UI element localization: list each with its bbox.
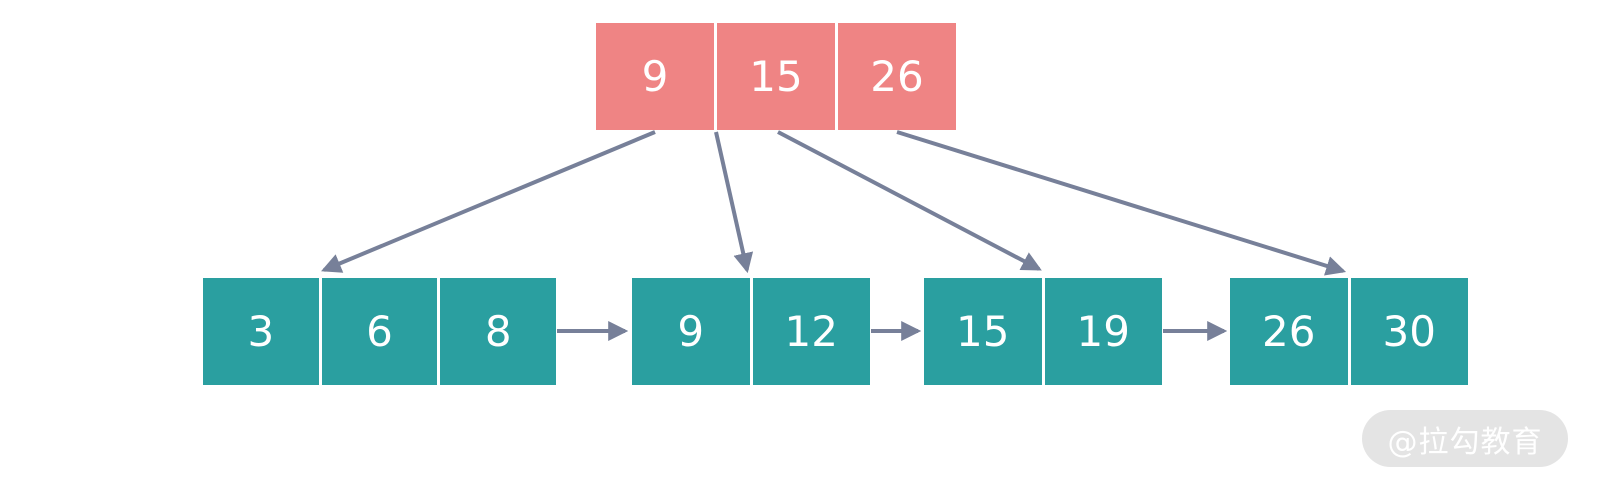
leaf-cell: 9 [632, 278, 750, 385]
leaf-node-2: 9 12 [632, 278, 870, 385]
leaf-node-4: 26 30 [1230, 278, 1468, 385]
root-node: 9 15 26 [596, 23, 956, 130]
leaf-cell: 30 [1350, 278, 1468, 385]
watermark-badge: @拉勾教育 [1362, 410, 1568, 467]
leaf-cell: 12 [752, 278, 870, 385]
watermark-label: @拉勾教育 [1387, 424, 1543, 460]
arrow-root-to-leaf-4 [896, 130, 1347, 276]
leaf-node-1: 3 6 8 [203, 278, 557, 385]
leaf-cell: 3 [203, 278, 319, 385]
leaf-cell: 6 [321, 278, 438, 385]
root-cell: 15 [717, 23, 835, 130]
leaf-node-3: 15 19 [924, 278, 1162, 385]
leaf-cell: 8 [440, 278, 557, 385]
leaf-cell: 19 [1044, 278, 1162, 385]
arrow-root-to-leaf-1 [321, 130, 656, 273]
leaf-cell: 26 [1230, 278, 1348, 385]
leaf-cell: 15 [924, 278, 1042, 385]
arrow-root-to-leaf-3 [777, 130, 1042, 271]
arrow-root-to-leaf-2 [714, 131, 754, 274]
root-cell: 26 [838, 23, 956, 130]
root-cell: 9 [596, 23, 714, 130]
